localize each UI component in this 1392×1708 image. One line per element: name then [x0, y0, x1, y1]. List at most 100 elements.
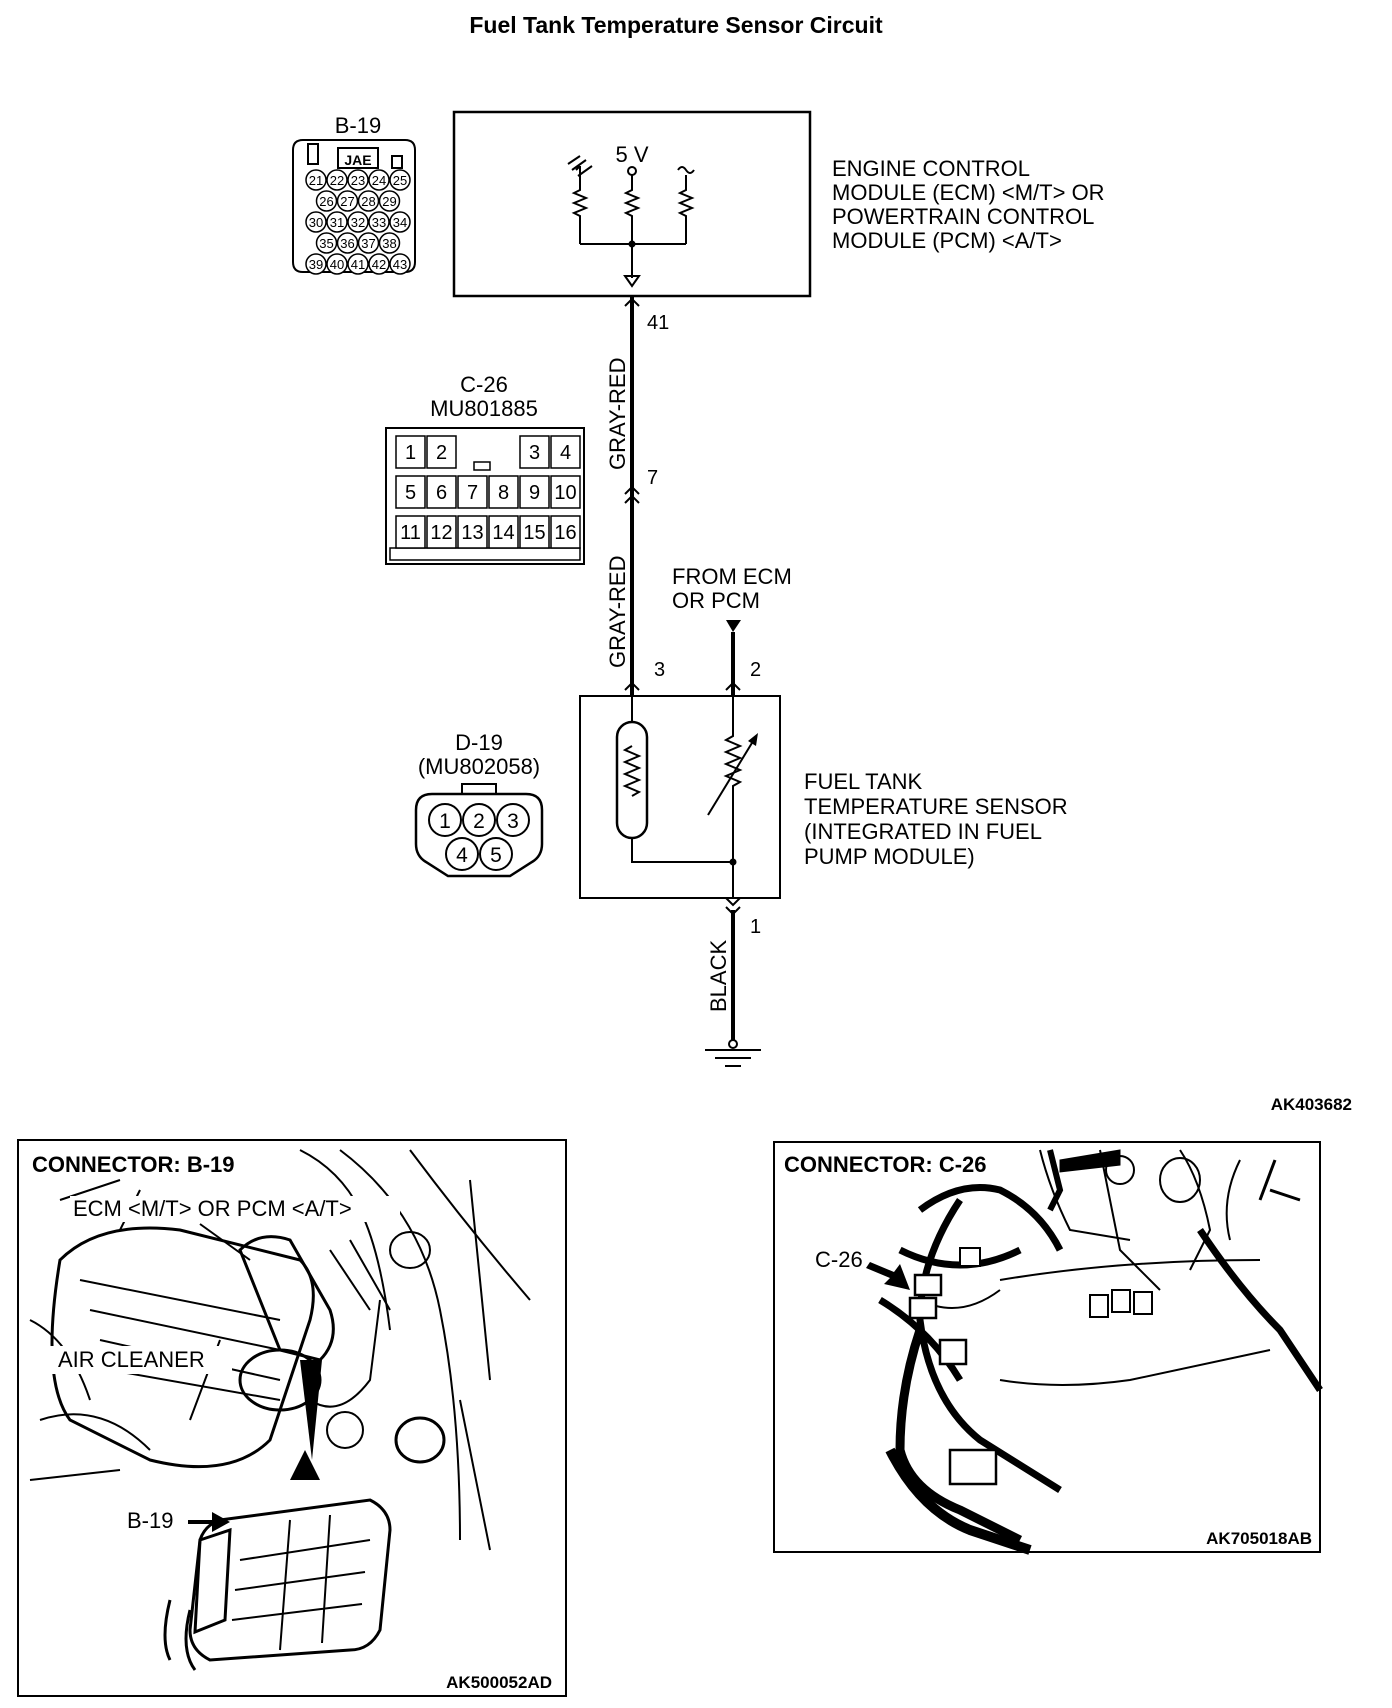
b19-pin: [336, 190, 359, 212]
c26-label: C-26: [460, 372, 508, 397]
c26-pin-cell: [395, 515, 426, 549]
dash-harness-sketch: [878, 1149, 1323, 1555]
c26-pin-cell: [519, 475, 550, 509]
c26-pin-number: 13: [461, 522, 483, 544]
ground-icon: [705, 1049, 761, 1067]
b19-pin: [326, 169, 348, 191]
wire-color-lower: GRAY-RED: [605, 556, 630, 668]
feed-wire: FROM ECM OR PCM 2: [672, 564, 792, 696]
d19-pin-number: 4: [456, 844, 468, 867]
panel-b19-frame: [17, 1139, 567, 1697]
b19-pin: [357, 232, 380, 254]
air-cleaner-label-bg: [24, 1346, 232, 1374]
thermistor-zigzag: [622, 745, 642, 797]
wire-color-ground: BLACK: [706, 940, 731, 1012]
sensor-label-line: PUMP MODULE): [804, 844, 975, 869]
air-cleaner-label: AIR CLEANER: [58, 1347, 205, 1372]
d19-pin: [462, 803, 496, 837]
d19-pin: [496, 803, 530, 837]
ecm-label-line: POWERTRAIN CONTROL: [832, 204, 1094, 229]
b19-pin-number: 41: [351, 257, 365, 272]
d19-pin: [479, 837, 513, 871]
c26-pin-number: 14: [492, 522, 514, 544]
b19-pin: [315, 232, 338, 254]
d19-pin: [445, 837, 479, 871]
ecm-resistor-right: [677, 175, 695, 244]
b19-pin-number: 33: [372, 215, 386, 230]
from-ecm-label: FROM ECM: [672, 564, 792, 589]
panel-b19-heading-bg: [24, 1148, 274, 1178]
c26-pin-number: 6: [436, 482, 447, 504]
b19-pin: [347, 169, 369, 191]
b19-key: [307, 143, 319, 165]
c26-pin-number: 4: [560, 442, 571, 464]
b19-pin: [389, 211, 411, 233]
c26-pin-cell: [550, 435, 581, 469]
photo-panel-c26: CONNECTOR: C-26 C-26 AK705018AB: [773, 1141, 1323, 1555]
terminal-chevron: [624, 681, 640, 691]
panel-c26-frame: [773, 1141, 1321, 1553]
c26-pin-cell: [457, 515, 488, 549]
d19-pin-number: 3: [507, 810, 519, 833]
c26-pin-cell: [457, 475, 488, 509]
b19-label: B-19: [335, 113, 381, 138]
c26-pin-cell: [395, 475, 426, 509]
c26-pin-number: 15: [523, 522, 545, 544]
diagram-title: Fuel Tank Temperature Sensor Circuit: [469, 12, 883, 38]
c26-pin-cell: [395, 435, 426, 469]
c26-pin-cell: [488, 475, 519, 509]
ecm-internal-bus: [580, 243, 686, 278]
variable-resistor: [723, 696, 743, 898]
b19-pin-number: 31: [330, 215, 344, 230]
b19-pin-number: 25: [393, 173, 407, 188]
c26-pin-number: 7: [467, 482, 478, 504]
b19-pin: [305, 253, 327, 275]
ecm-resistor-left: [571, 165, 589, 244]
ecm-label-line: MODULE (ECM) <M/T> OR: [832, 180, 1105, 205]
b19-pin-number: 21: [309, 173, 323, 188]
feed-arrow-icon: [726, 620, 741, 632]
c26-pin-number: 11: [400, 522, 421, 544]
panel-b19-figure-id: AK500052AD: [446, 1673, 552, 1692]
b19-pin-number: 23: [351, 173, 365, 188]
panel-c26-figure-id: AK705018AB: [1206, 1529, 1312, 1548]
c26-pin-cell: [488, 515, 519, 549]
ecm-label-line: MODULE (PCM) <A/T>: [832, 228, 1062, 253]
b19-pin-number: 39: [309, 257, 323, 272]
b19-tag: JAE: [344, 152, 371, 168]
c26-pin-cell: [519, 515, 550, 549]
b19-pin-number: 26: [319, 194, 333, 209]
b19-pin-number: 34: [393, 215, 407, 230]
ecm-module-sketch: [163, 1360, 392, 1671]
sensor-pin-ground: 1: [750, 916, 761, 938]
b19-pin: [389, 253, 411, 275]
b19-tag-box: [337, 147, 379, 169]
b19-pin: [389, 169, 411, 191]
figure-id: AK403682: [1271, 1095, 1352, 1114]
c26-pin-cell: [550, 475, 581, 509]
c26-housing: [385, 427, 585, 565]
panel-c26-heading-bg: [780, 1148, 1024, 1178]
c26-pin-number: 9: [529, 482, 540, 504]
b19-pin-number: 40: [330, 257, 344, 272]
c26-pointer-arrow-icon: [866, 1262, 910, 1290]
b19-pin-number: 30: [309, 215, 323, 230]
b19-pin: [347, 211, 369, 233]
ecm-callout-leader: [199, 1223, 251, 1261]
d19-pin-number: 1: [439, 810, 451, 833]
sensor-label-line: (INTEGRATED IN FUEL: [804, 819, 1042, 844]
ecm-pin-number: 41: [647, 312, 669, 334]
d19-pin-number: 2: [473, 810, 485, 833]
b19-pin: [305, 169, 327, 191]
d19-key: [461, 783, 497, 795]
b19-pin-number: 28: [361, 194, 375, 209]
c26-pin-number: 5: [405, 482, 416, 504]
ecm-resistor-middle: [623, 175, 641, 244]
terminal-chevron: [725, 681, 741, 691]
b19-pin: [336, 232, 359, 254]
b19-pin: [368, 211, 390, 233]
